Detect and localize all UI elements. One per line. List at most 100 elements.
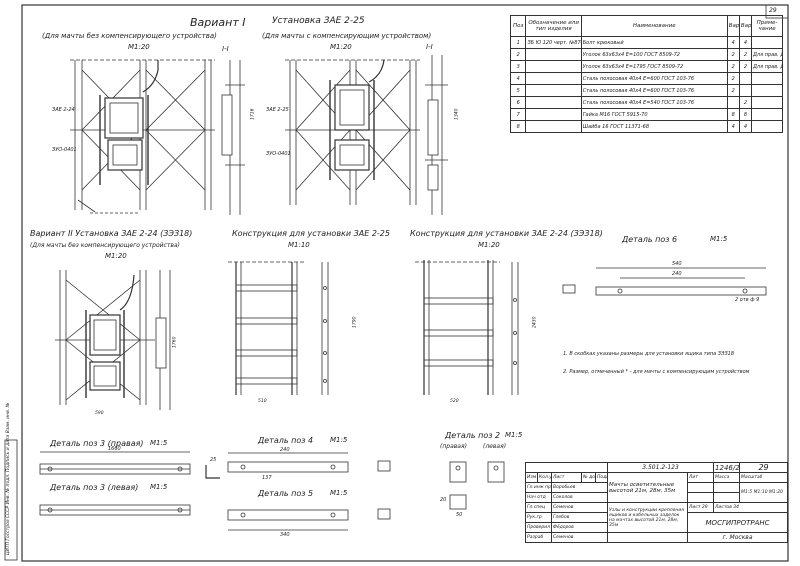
installation-section-mark: I-I bbox=[426, 43, 433, 51]
detail45-parts bbox=[227, 452, 391, 531]
construction25-frame bbox=[228, 261, 329, 395]
spec-qty-a: 8 bbox=[726, 108, 740, 121]
stamp-role-4: № док bbox=[581, 472, 596, 483]
dim-510: 510 bbox=[258, 399, 267, 404]
spec-qty-b: 2 bbox=[738, 60, 753, 73]
spec-name: Шайба 16 ГОСТ 11371-68 bbox=[580, 120, 728, 133]
detail3-right-scale: М1:5 bbox=[150, 439, 168, 447]
detail2-title: Деталь поз 2 bbox=[445, 431, 501, 440]
spec-header-qty-a: Вар I bbox=[726, 15, 740, 37]
detail3-left-title: Деталь поз 3 (левая) bbox=[50, 483, 139, 492]
drawing-code: 3.501.2-123 bbox=[607, 462, 715, 473]
spec-note bbox=[751, 96, 783, 109]
spec-name: Сталь полосовая 40х4 Е=600 ГОСТ 103-76 bbox=[580, 72, 728, 85]
construction24-frame bbox=[415, 260, 519, 395]
detail6-dim-240: 240 bbox=[672, 271, 682, 277]
stamp-subtitle: Узлы и конструкции крепления ящиков и ка… bbox=[607, 502, 689, 533]
detail2-right-label: (правая) bbox=[440, 443, 467, 450]
spec-pos: 2 bbox=[509, 48, 527, 61]
installation-lattice bbox=[285, 59, 420, 205]
stamp-person-role: Рук.гр bbox=[525, 512, 552, 523]
construction24-scale: М1:20 bbox=[478, 241, 500, 249]
spec-pos: 6 bbox=[509, 96, 527, 109]
detail4-dim-137: 137 bbox=[262, 475, 272, 481]
spec-designation bbox=[525, 48, 582, 61]
detail6-part bbox=[562, 267, 767, 296]
stamp-title: Мачты осветительные высотой 21м, 28м, 35… bbox=[607, 472, 689, 503]
stamp-person-role: Гл.инж пр bbox=[525, 482, 552, 493]
installation-subtitle: (Для мачты с компенсирующим устройством) bbox=[262, 32, 432, 40]
spec-name: Сталь полосовая 40х4 Е=540 ГОСТ 103-76 bbox=[580, 96, 728, 109]
dim-1790: 1790 bbox=[352, 316, 358, 328]
detail2-dim-50: 50 bbox=[456, 512, 463, 518]
stamp-person-role: Нач отд bbox=[525, 492, 552, 503]
stamp-person-role: Разраб bbox=[525, 532, 552, 543]
label-zae24: ЗАЕ 2-24 bbox=[52, 107, 75, 113]
variant1-scale: М1:20 bbox=[128, 43, 150, 51]
variant1-section bbox=[221, 60, 245, 215]
spec-name: Уголок 63х63х4 Е=1795 ГОСТ 8509-72 bbox=[580, 60, 728, 73]
spec-designation bbox=[525, 84, 582, 97]
detail3-parts bbox=[39, 451, 220, 516]
detail5-dim-340: 340 bbox=[280, 532, 290, 538]
stamp-scale-header: Масштаб bbox=[739, 472, 789, 483]
spec-qty-a: 2 bbox=[726, 48, 740, 61]
spec-qty-b: 4 bbox=[738, 120, 753, 133]
spec-qty-a: 2 bbox=[726, 84, 740, 97]
detail3-dim-25: 25 bbox=[210, 457, 217, 463]
detail5-title: Деталь поз 5 bbox=[258, 489, 314, 498]
dim-520: 520 bbox=[450, 399, 459, 404]
spec-pos: 8 bbox=[509, 120, 527, 133]
spec-name: Сталь полосовая 40х4 Е=600 ГОСТ 103-76 bbox=[580, 84, 728, 97]
spec-qty-a: 4 bbox=[726, 36, 740, 49]
detail6-scale: М1:5 bbox=[710, 235, 728, 243]
stamp-city: г. Москва bbox=[687, 532, 789, 543]
construction25-scale: М1:10 bbox=[288, 241, 310, 249]
side-stamp: ЦИТП Госстроя СССР Инв. № подл. Подпись … bbox=[6, 402, 11, 555]
detail2-parts bbox=[449, 461, 505, 510]
album-number: 1246/2 bbox=[713, 462, 741, 473]
spec-header-name: Наименование bbox=[580, 15, 728, 37]
construction25-title: Конструкция для установки ЗАЕ 2-25 bbox=[232, 229, 390, 238]
label-zuo: ЗУО-0401 bbox=[52, 147, 77, 153]
dim-1716: 1716 bbox=[250, 108, 256, 120]
spec-header-designation: Обозначение или тип изделия bbox=[525, 15, 582, 37]
installation-title: Установка ЗАЕ 2-25 bbox=[272, 16, 365, 26]
spec-qty-a: 2 bbox=[726, 60, 740, 73]
specification-table: Поз Обозначение или тип изделия Наименов… bbox=[509, 15, 783, 133]
stamp-sheets: Листов 34 bbox=[713, 502, 789, 513]
spec-name: Болт крюковый bbox=[580, 36, 728, 49]
spec-pos: 5 bbox=[509, 84, 527, 97]
variant1-section-mark: I-I bbox=[222, 45, 229, 53]
detail6-holes: 2 отв ф 9 bbox=[735, 297, 760, 303]
spec-qty-b: 2 bbox=[738, 96, 753, 109]
sheet-number-corner: 29 bbox=[769, 7, 777, 14]
stamp-organization: МОСГИПРОТРАНС bbox=[687, 512, 789, 533]
stamp-person-name: Соколов bbox=[550, 492, 609, 503]
dim-1760: 1760 bbox=[172, 336, 178, 348]
spec-name: Гайка М16 ГОСТ 5915-70 bbox=[580, 108, 728, 121]
detail3-right-title: Деталь поз 3 (правая) bbox=[50, 439, 144, 448]
detail6-title: Деталь поз 6 bbox=[622, 235, 678, 244]
variant2-lattice bbox=[55, 270, 155, 405]
sheet-number: 29 bbox=[739, 462, 789, 473]
detail2-scale: М1:5 bbox=[505, 431, 523, 439]
spec-qty-b bbox=[738, 72, 753, 85]
variant2-title: Вариант II Установка ЗАЕ 2-24 (ЗЭЗ18) bbox=[30, 229, 193, 238]
stamp-role-5: Подп bbox=[594, 472, 609, 483]
spec-note bbox=[751, 120, 783, 133]
spec-designation bbox=[525, 72, 582, 85]
spec-note: Для прав. Для левой bbox=[751, 60, 783, 73]
installation-scale: М1:20 bbox=[330, 43, 352, 51]
dim-590: 590 bbox=[95, 411, 104, 416]
spec-qty-b: 2 bbox=[738, 48, 753, 61]
detail3-dim-1660: 1660 bbox=[108, 446, 121, 452]
stamp-role-3: Лист bbox=[551, 472, 582, 483]
stamp-person-name: Глебов bbox=[550, 512, 609, 523]
stamp-person-name: Воробьев bbox=[550, 482, 609, 493]
